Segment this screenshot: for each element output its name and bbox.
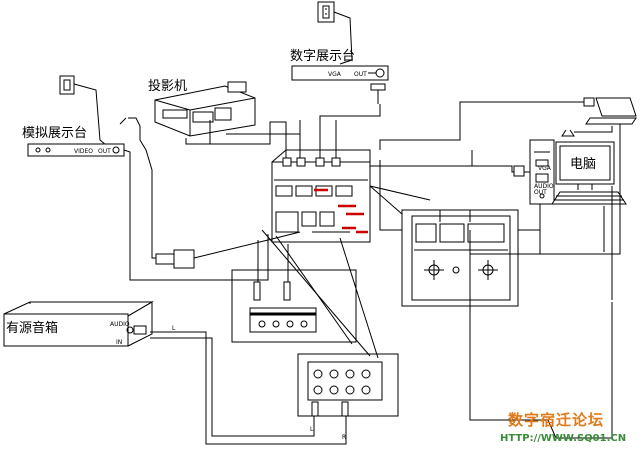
watermark-url: HTTP://WWW.SQ01.CN [500, 433, 626, 444]
computer [529, 139, 627, 205]
labels-group: 数字展示台 投影机 模拟展示台 电脑 有源音箱 VGA OUT VIDEO OU… [6, 49, 596, 441]
bottom-cable-r: R [342, 434, 346, 441]
computer-out-port: OUT [534, 189, 547, 196]
digital-booth-label: 数字展示台 [290, 49, 355, 64]
power-outlet-top [317, 1, 353, 65]
analog-booth-video-port: VIDEO [74, 148, 93, 155]
analog-booth-out-port: OUT [98, 148, 111, 155]
watermark: 数字宿迁论坛 HTTP://WWW.SQ01.CN [500, 411, 626, 444]
digital-booth-vga-port: VGA [328, 71, 342, 78]
active-speaker-label: 有源音箱 [6, 320, 58, 336]
red-markers [314, 188, 368, 234]
laptop [583, 97, 637, 125]
speaker-in-port: IN [116, 339, 122, 346]
computer-audio-port: AUDIO [534, 183, 554, 190]
computer-label: 电脑 [570, 157, 596, 172]
digital-booth-out-port: OUT [354, 71, 367, 78]
bottom-switch-box [297, 353, 399, 417]
watermark-title: 数字宿迁论坛 [508, 411, 604, 429]
power-outlet-left [59, 75, 107, 146]
digital-booth [291, 65, 389, 104]
active-speaker [3, 301, 154, 347]
speaker-cable-l: L [172, 325, 176, 332]
analog-booth-label: 模拟展示台 [22, 126, 87, 141]
computer-vga-port: VGA [538, 165, 552, 172]
audio-adapter-box [231, 269, 357, 343]
projector [154, 81, 256, 137]
wall-panel [401, 209, 519, 307]
bottom-cable-l: L [310, 426, 314, 433]
speaker-audio-port: AUDIO [110, 321, 130, 328]
projector-label: 投影机 [148, 78, 187, 94]
